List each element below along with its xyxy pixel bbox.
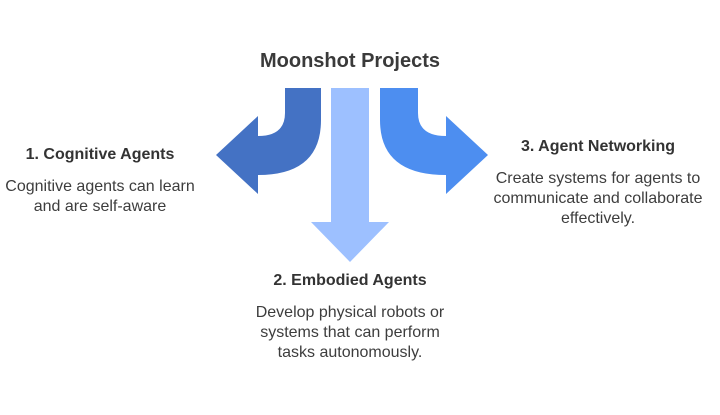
item-cognitive-agents: 1. Cognitive Agents Cognitive agents can… (0, 146, 200, 217)
arrow-left-curved (216, 88, 321, 194)
item-heading: 1. Cognitive Agents (25, 146, 175, 163)
item-heading: 2. Embodied Agents (273, 272, 427, 289)
description-line: Develop physical robots or (255, 304, 445, 321)
arrow-down-straight (311, 88, 389, 262)
description-line: tasks autonomously. (277, 344, 423, 361)
item-description: Create systems for agents to communicate… (484, 169, 712, 229)
description-line: effectively. (560, 210, 636, 227)
description-line: systems that can perform (260, 324, 440, 341)
description-line: and are self-aware (33, 198, 167, 215)
arrow-right-curved (380, 88, 488, 194)
item-agent-networking: 3. Agent Networking Create systems for a… (484, 138, 712, 229)
diagram-title: Moonshot Projects (259, 50, 440, 72)
description-line: communicate and collaborate (493, 190, 703, 207)
item-description: Cognitive agents can learn and are self-… (0, 177, 200, 217)
description-line: Create systems for agents to (495, 170, 701, 187)
description-line: Cognitive agents can learn (5, 178, 195, 195)
item-embodied-agents: 2. Embodied Agents Develop physical robo… (230, 272, 470, 363)
item-heading: 3. Agent Networking (520, 138, 676, 155)
item-description: Develop physical robots or systems that … (230, 303, 470, 363)
